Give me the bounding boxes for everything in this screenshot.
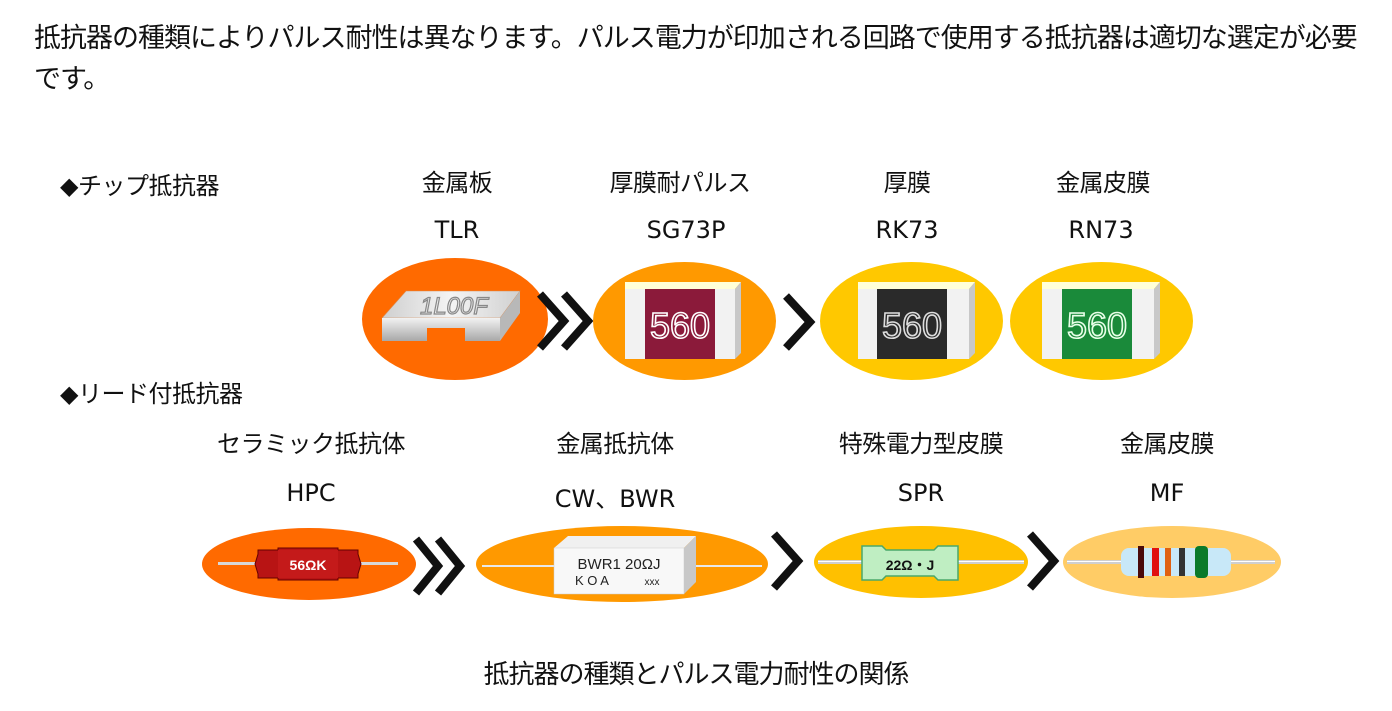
double-chevron-right-icon xyxy=(412,536,466,596)
power-film-resistor-icon: 22Ω・J xyxy=(818,545,1024,581)
chip-code-label: SG73P xyxy=(646,216,726,244)
chip-type-label: 厚膜耐パルス xyxy=(609,169,752,197)
cement-resistor-icon: BWR1 20ΩJ K O A xxx xyxy=(482,536,762,595)
bwr-marking-line1: BWR1 20ΩJ xyxy=(578,556,661,573)
rk73-blob: 560 xyxy=(820,262,1003,380)
intro-text: 抵抗器の種類によりパルス耐性は異なります。パルス電力が印加される回路で使用する抵… xyxy=(34,23,1358,95)
lead-type-label: 特殊電力型皮膜 xyxy=(838,430,1004,458)
rn73-blob: 560 xyxy=(1010,262,1193,380)
chip-resistor-icon: 560 xyxy=(858,282,975,359)
lead-code-label: CW、BWR xyxy=(554,485,676,513)
ceramic-resistor-icon: 56ΩK xyxy=(218,547,398,581)
chevron-right-icon xyxy=(783,293,816,351)
bwr-marking-line2: K O A xyxy=(575,573,609,588)
chip-code-label: RK73 xyxy=(875,216,939,244)
rk73-marking: 560 xyxy=(882,305,942,346)
chip-type-label: 金属皮膜 xyxy=(1056,169,1151,197)
hpc-marking: 56ΩK xyxy=(290,557,327,573)
lead-type-label: 金属皮膜 xyxy=(1120,430,1215,458)
color-band-red xyxy=(1152,548,1159,576)
color-band-black xyxy=(1179,548,1185,576)
color-band-green xyxy=(1195,546,1208,578)
figure-caption: 抵抗器の種類とパルス電力耐性の関係 xyxy=(483,660,909,690)
tlr-blob: 1L00F xyxy=(362,258,548,380)
chip-resistor-icon: 560 xyxy=(625,282,741,359)
lead-code-label: HPC xyxy=(286,479,336,507)
lead-type-label: セラミック抵抗体 xyxy=(217,430,406,458)
chip-code-label: TLR xyxy=(434,216,480,244)
bwr-lot: xxx xyxy=(645,577,660,588)
chip-code-label: RN73 xyxy=(1068,216,1134,244)
bwr-blob: BWR1 20ΩJ K O A xxx xyxy=(476,526,768,602)
sg73p-marking: 560 xyxy=(650,305,710,346)
lead-section-heading: ◆リード付抵抗器 xyxy=(60,380,243,408)
chip-section-heading: ◆チップ抵抗器 xyxy=(60,172,219,200)
chip-resistor-icon: 560 xyxy=(1042,282,1160,359)
sg73p-blob: 560 xyxy=(593,262,776,380)
lead-code-label: SPR xyxy=(897,479,945,507)
spr-marking: 22Ω・J xyxy=(886,557,935,573)
chevron-right-icon xyxy=(771,531,804,591)
color-band-brown xyxy=(1138,546,1144,578)
color-band-orange xyxy=(1165,548,1171,576)
lead-type-label: 金属抵抗体 xyxy=(556,430,674,458)
chevron-right-icon xyxy=(1027,531,1060,591)
rn73-marking: 560 xyxy=(1067,305,1127,346)
metal-film-resistor-icon xyxy=(1067,546,1275,578)
spr-blob: 22Ω・J xyxy=(814,526,1028,598)
double-chevron-right-icon xyxy=(537,291,594,351)
tlr-marking: 1L00F xyxy=(420,293,489,320)
mf-blob xyxy=(1063,526,1281,598)
lead-code-label: MF xyxy=(1149,479,1185,507)
chip-type-label: 金属板 xyxy=(421,169,493,197)
chip-type-label: 厚膜 xyxy=(883,169,932,197)
hpc-blob: 56ΩK xyxy=(202,528,416,600)
metal-plate-resistor-icon: 1L00F xyxy=(381,290,521,341)
